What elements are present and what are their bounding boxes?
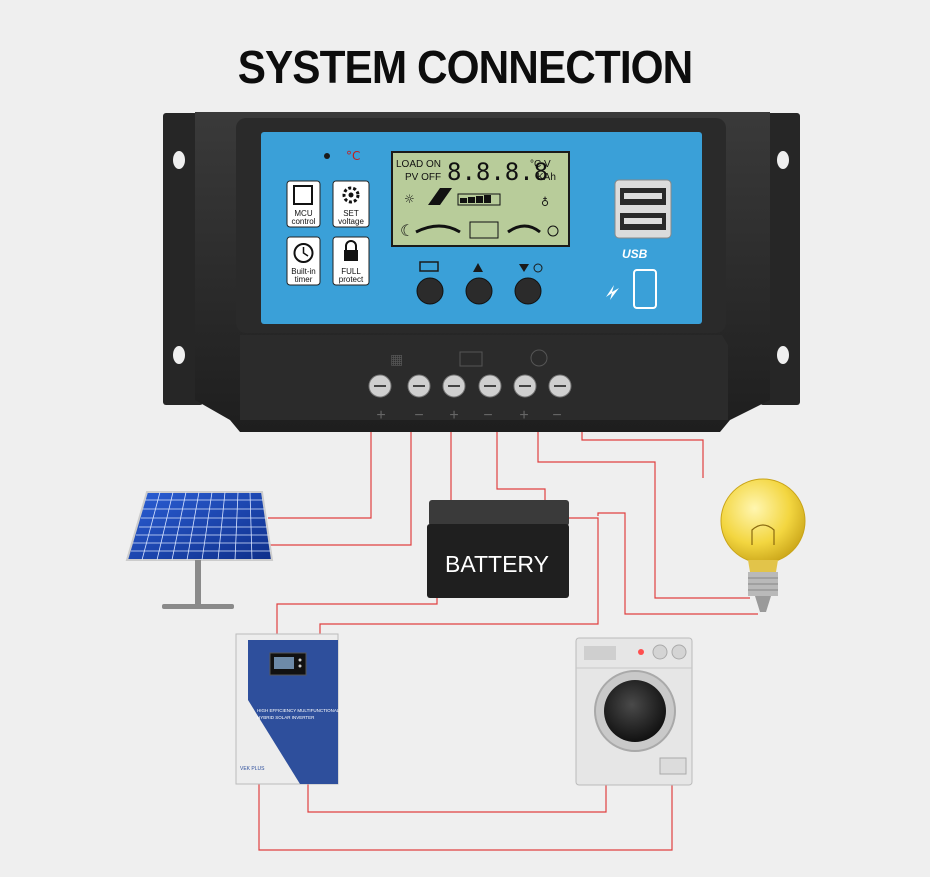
wire-load-positive <box>537 428 750 599</box>
lock-icon <box>344 250 358 261</box>
load-terminal-icon <box>530 349 548 367</box>
gear-icon <box>342 186 360 204</box>
up-icon <box>473 263 483 272</box>
feature-full-protect: FULL protect <box>332 236 370 286</box>
svg-text:control: control <box>291 217 315 226</box>
svg-text:−: − <box>414 407 423 424</box>
usb-label: USB <box>622 247 648 261</box>
phone-icon <box>633 269 657 309</box>
svg-text:voltage: voltage <box>338 217 364 226</box>
temperature-icon: °C <box>346 149 360 163</box>
feature-set-voltage: SET voltage <box>332 180 370 228</box>
battery: BATTERY <box>427 500 569 598</box>
svg-text:+: + <box>519 407 528 424</box>
control-buttons <box>416 261 543 305</box>
lcd-panel-icon <box>428 188 452 205</box>
lcd-display: LOAD ON PV OFF 8.8.8.8 °C V KAh ☼ ♁ ☾ <box>391 151 570 247</box>
svg-text:timer: timer <box>295 275 313 284</box>
sun-icon: ☼ <box>404 192 415 206</box>
wire-battery-to-inverter-b <box>319 517 599 634</box>
down-button[interactable] <box>514 277 542 305</box>
moon-icon: ☾ <box>400 221 414 240</box>
usb-ports[interactable] <box>614 179 672 239</box>
wire-inverter-to-washer-b <box>258 784 673 851</box>
clock-icon <box>293 243 314 263</box>
feature-mcu-control: MCU control <box>286 180 321 228</box>
lcd-clock-icon <box>547 225 559 237</box>
svg-text:SET: SET <box>343 209 359 218</box>
inverter-brand: VEK PLUS <box>240 766 265 772</box>
charge-controller: °C MCU control SET voltage Built-in time… <box>163 112 800 432</box>
solar-panel <box>125 491 274 609</box>
up-button[interactable] <box>465 277 493 305</box>
bulb-mode-icon <box>533 263 543 273</box>
lcd-pv-off: PV OFF <box>405 172 441 183</box>
wire-pv-positive <box>268 428 372 519</box>
svg-text:MCU: MCU <box>294 209 312 218</box>
svg-text:Built-in: Built-in <box>291 267 315 276</box>
wire-load-negative <box>581 428 704 478</box>
chip-icon <box>293 185 313 205</box>
light-bulb <box>720 478 806 612</box>
arrow-icon <box>415 224 461 234</box>
battery-mode-icon <box>419 261 439 272</box>
svg-text:protect: protect <box>339 275 364 284</box>
sensor-icon <box>324 153 330 159</box>
lcd-battery-icon <box>469 221 499 239</box>
wire-load-negative-2 <box>597 512 758 615</box>
lcd-battery-bars <box>457 193 501 206</box>
washing-machine <box>575 637 693 786</box>
lcd-unit-cv: °C V <box>530 159 551 170</box>
svg-text:−: − <box>552 407 561 424</box>
page-title: SYSTEM CONNECTION <box>237 41 694 93</box>
hybrid-inverter: HIGH EFFICIENCY MULTIFUNCTIONAL HYBRID S… <box>235 633 340 785</box>
bulb-icon: ♁ <box>541 196 549 209</box>
solar-terminal-icon: ▦ <box>390 352 403 368</box>
svg-text:+: + <box>376 407 385 424</box>
wire-pv-negative <box>268 428 412 546</box>
feature-built-in-timer: Built-in timer <box>286 236 321 286</box>
inverter-line1: HIGH EFFICIENCY MULTIFUNCTIONAL <box>257 708 340 713</box>
svg-text:+: + <box>449 407 458 424</box>
battery-label: BATTERY <box>445 551 549 577</box>
wire-inverter-to-washer-a <box>307 784 607 813</box>
lcd-digits: 8.8.8.8 <box>447 158 548 186</box>
charging-icon <box>606 285 619 300</box>
screw-terminals <box>368 374 572 398</box>
menu-button[interactable] <box>416 277 444 305</box>
svg-text:FULL: FULL <box>341 267 361 276</box>
lcd-load-on: LOAD ON <box>396 159 441 170</box>
terminal-signs: + − + − + − <box>376 407 561 424</box>
svg-text:−: − <box>483 407 492 424</box>
down-icon <box>519 264 529 272</box>
inverter-line2: HYBRID SOLAR INVERTER <box>257 715 315 720</box>
lcd-unit-kah: KAh <box>537 172 556 183</box>
battery-terminal-icon <box>459 351 483 367</box>
